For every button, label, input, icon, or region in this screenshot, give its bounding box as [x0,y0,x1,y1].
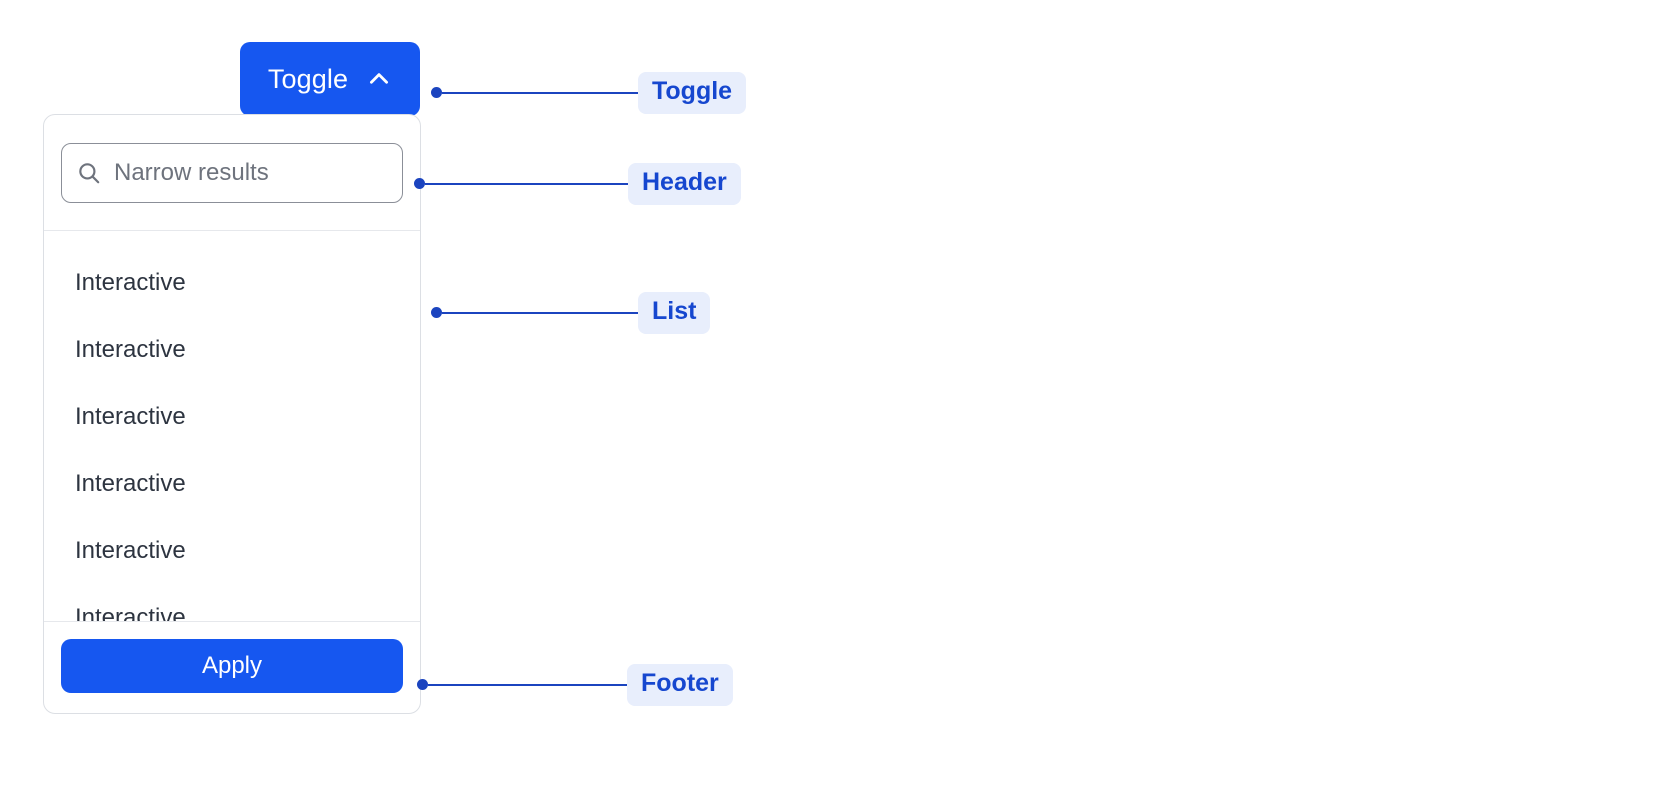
search-input[interactable] [114,144,420,202]
toggle-button[interactable]: Toggle [240,42,420,116]
list-item[interactable]: Interactive [44,584,420,622]
annotation-line [442,91,638,94]
annotation-label: List [638,292,711,334]
list-item[interactable]: Interactive [44,450,420,517]
annotation-label: Footer [627,664,733,706]
list-item-label: Interactive [75,268,186,296]
list-item-label: Interactive [75,402,186,430]
list-item[interactable]: Interactive [44,383,420,450]
annotation-list: List [431,292,711,334]
list-item[interactable]: Interactive [44,249,420,316]
annotation-line [428,683,627,686]
list-item[interactable]: Interactive [44,316,420,383]
annotation-label: Header [628,163,741,205]
search-box[interactable] [61,143,420,203]
toggle-button-label: Toggle [267,63,349,94]
annotation-dot [414,178,425,190]
dropdown-list: Interactive Interactive Interactive Inte… [44,231,420,622]
annotation-line [442,311,638,314]
annotation-footer: Footer [417,664,733,706]
apply-button[interactable]: Apply [61,639,403,693]
annotation-line [425,182,628,185]
list-item-label: Interactive [75,469,186,497]
dropdown-header [44,115,420,231]
list-item-label: Interactive [75,335,186,363]
annotation-header: Header [414,163,741,205]
dropdown-footer: Apply [44,621,420,713]
list-item-label: Interactive [75,536,186,564]
search-icon [76,160,102,186]
annotation-toggle: Toggle [431,72,747,114]
annotation-label: Toggle [638,72,747,114]
list-item[interactable]: Interactive [44,517,420,584]
annotation-dot [417,679,428,691]
chevron-up-icon [366,66,392,92]
annotation-dot [431,307,442,319]
annotation-dot [431,87,442,99]
list-item-label: Interactive [75,603,186,622]
dropdown-panel: Interactive Interactive Interactive Inte… [43,114,421,714]
